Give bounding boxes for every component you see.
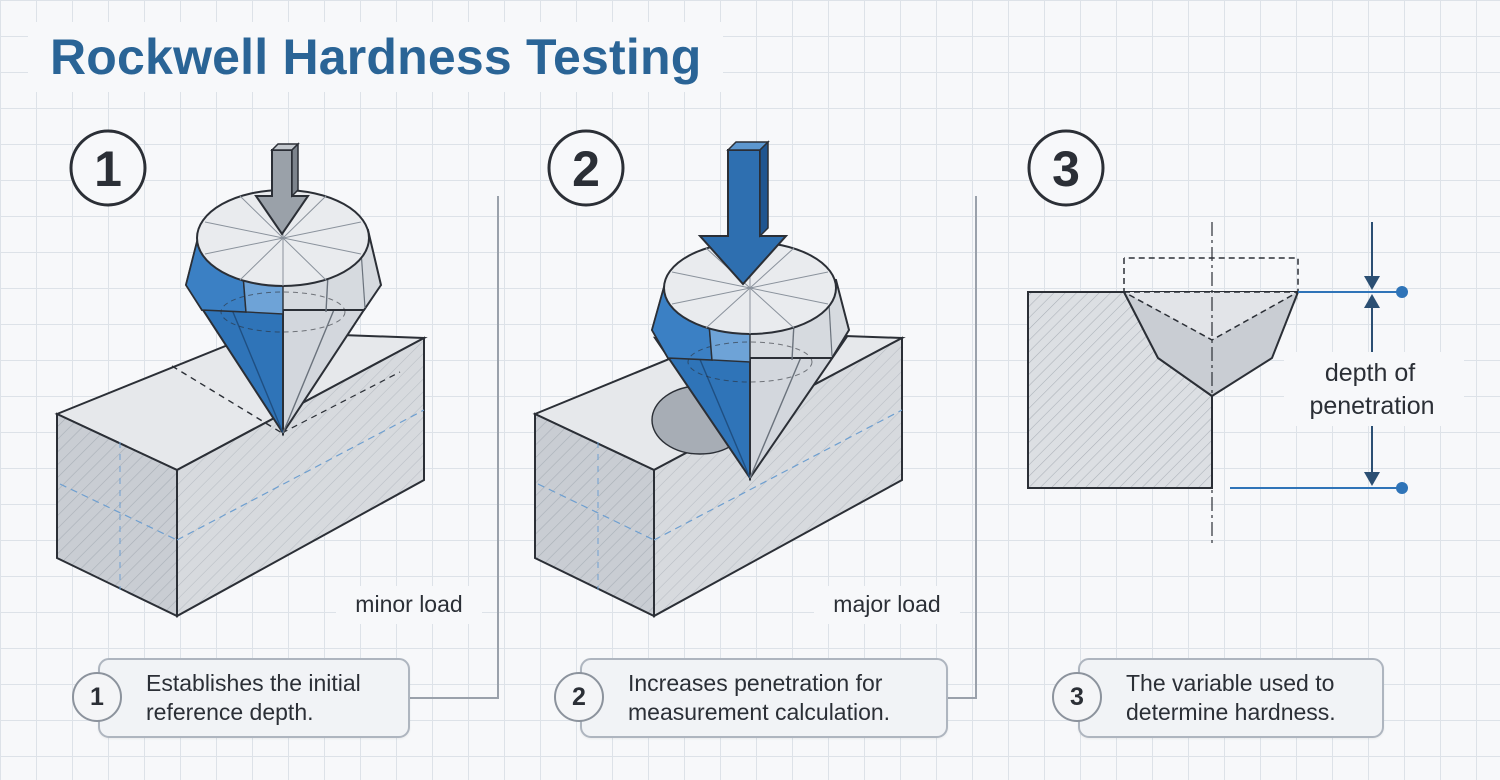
- depth-label-line-2: penetration: [1309, 392, 1434, 420]
- step-1-load-label: minor load: [355, 591, 462, 617]
- step-2-illustration: [532, 140, 906, 618]
- svg-text:3: 3: [1052, 141, 1080, 197]
- step-1-illustration: [54, 142, 428, 618]
- step-2-callout-badge: 2: [554, 672, 604, 722]
- step-3-number-badge: 3: [1027, 129, 1105, 207]
- step-1-callout: 1 Establishes the initial reference dept…: [72, 658, 410, 738]
- step-3-callout-badge: 3: [1052, 672, 1102, 722]
- step-3-illustration: [1027, 222, 1408, 546]
- step-3-indenter-outline: [1123, 257, 1299, 341]
- connector-step-1: [410, 196, 499, 699]
- step-1-callout-badge: 1: [72, 672, 122, 722]
- depth-label-line-1: depth of: [1325, 359, 1415, 387]
- step-1-block-front: [176, 336, 425, 618]
- svg-text:2: 2: [572, 141, 600, 197]
- step-2-number-badge: 2: [547, 129, 625, 207]
- step-3-callout: 3 The variable used to determine hardnes…: [1052, 658, 1384, 738]
- step-2-load-label: major load: [833, 591, 940, 617]
- step-1-callout-text: Establishes the initial reference depth.: [146, 670, 361, 725]
- step-2-callout: 2 Increases penetration for measurement …: [554, 658, 948, 738]
- svg-text:1: 1: [94, 141, 122, 197]
- step-1-number-badge: 1: [69, 129, 147, 207]
- step-2-block-front: [653, 336, 903, 618]
- page-title: Rockwell Hardness Testing: [28, 22, 724, 92]
- step-3-callout-text: The variable used to determine hardness.: [1126, 670, 1336, 725]
- connector-step-2: [946, 196, 977, 699]
- step-2-callout-text: Increases penetration for measurement ca…: [628, 670, 891, 725]
